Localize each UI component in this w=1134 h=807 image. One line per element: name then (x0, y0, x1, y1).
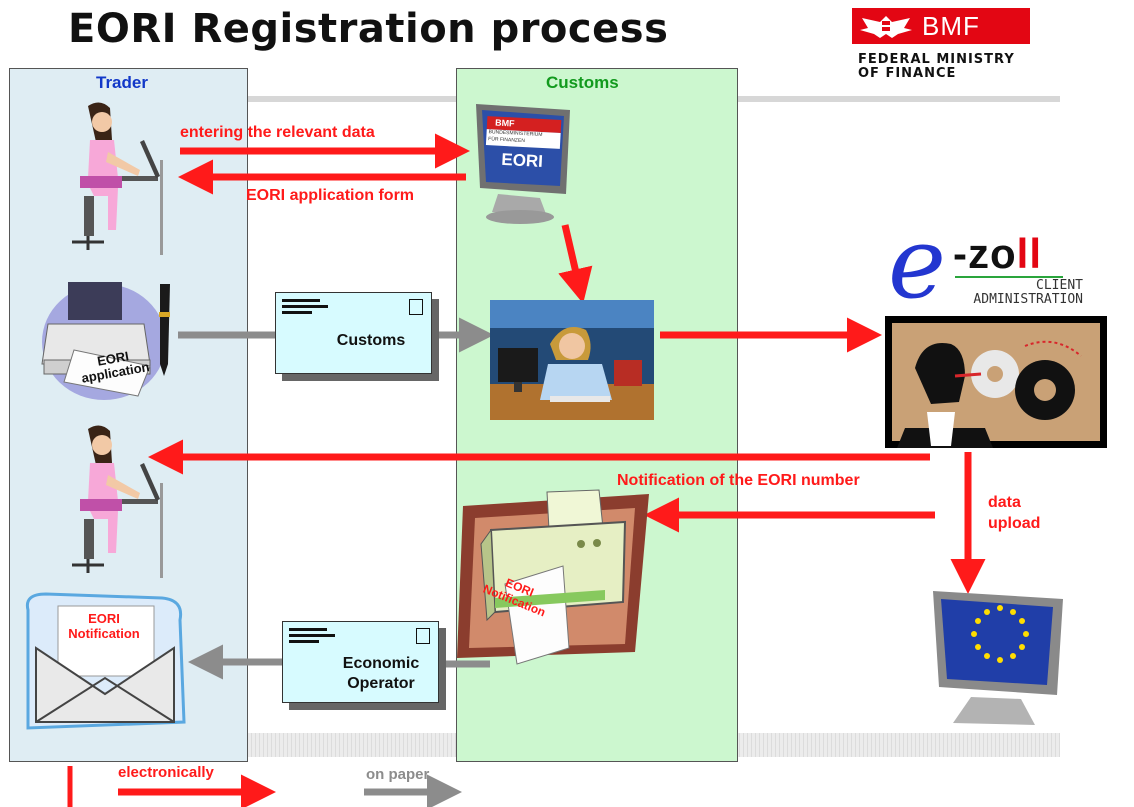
stamp-box (416, 628, 430, 644)
envelope-economic-operator-text: Economic Operator (323, 654, 439, 694)
envelope-letter-icon (25, 592, 186, 730)
page-title: EORI Registration process (68, 6, 669, 52)
ezoll-wordmark-dark: -zo (953, 230, 1017, 277)
envelope-customs-text: Customs (336, 332, 406, 349)
envelope-economic-operator-line2: Operator (347, 675, 415, 692)
label-application-form: EORI application form (246, 187, 415, 204)
label-enter-data: entering the relevant data (180, 124, 375, 141)
trader-woman-icon-2 (72, 425, 163, 578)
ezoll-wordmark: -zoll (953, 232, 1042, 276)
envelope-customs: Customs (275, 292, 432, 374)
envelope-address-lines (289, 640, 319, 643)
printer-pen-icon (41, 282, 170, 400)
administration-gear-icon (885, 316, 1107, 448)
monitor-screen: BMF BUNDESMINISTERIUM FÜR FINANZEN EORI (485, 116, 562, 173)
bmf-logo-text: BMF (922, 11, 980, 41)
ezoll-caption-line1: CLIENT (1036, 278, 1083, 293)
label-data-upload-1: data (988, 494, 1021, 511)
eu-monitor-icon (933, 591, 1063, 725)
envelope-address-lines (282, 305, 328, 308)
eu-stars-icon (971, 605, 1029, 663)
envelope-address-lines (289, 634, 335, 637)
label-data-upload-2: upload (988, 515, 1041, 532)
customs-lane-label: Customs (546, 73, 619, 92)
ezoll-caption: CLIENT ADMINISTRATION (955, 279, 1083, 307)
ezoll-wordmark-red: ll (1016, 230, 1042, 277)
legend-paper-label: on paper (366, 766, 430, 783)
header-rule-right (738, 96, 1060, 102)
envelope-economic-operator-line1: Economic (342, 655, 420, 672)
envelope-address-lines (282, 311, 312, 314)
header-rule-left (248, 96, 456, 102)
eu-stars (970, 604, 1030, 669)
bmf-subtitle: FEDERAL MINISTRY OF FINANCE (858, 53, 1015, 81)
trader-woman-icon (72, 102, 163, 255)
ezoll-e-letter: e (888, 207, 946, 321)
arrow-monitor-to-clerk (558, 224, 593, 304)
monitor-screen-ministry: BUNDESMINISTERIUM FÜR FINANZEN (485, 129, 561, 149)
ezoll-underline (955, 276, 1063, 278)
label-notification-number: Notification of the EORI number (617, 472, 860, 489)
notification-printer-icon (457, 489, 649, 665)
legend-electronic-label: electronically (118, 764, 214, 781)
envelope-address-lines (289, 628, 327, 631)
label-data-upload: data upload (988, 492, 1040, 534)
envelope-economic-operator: Economic Operator (282, 621, 439, 703)
letter-text: EORI Notification (56, 611, 152, 641)
envelope-address-lines (282, 299, 320, 302)
customs-clerk-image (490, 300, 654, 420)
monitor-screen-eori: EORI (500, 149, 544, 172)
bmf-subtitle-line2: OF FINANCE (858, 66, 957, 81)
letter-line1: EORI (88, 611, 120, 626)
eagle-icon (860, 16, 912, 38)
ezoll-caption-line2: ADMINISTRATION (973, 292, 1083, 307)
bmf-subtitle-line1: FEDERAL MINISTRY (858, 52, 1015, 67)
stamp-box (409, 299, 423, 315)
trader-lane-label: Trader (96, 73, 148, 92)
letter-line2: Notification (68, 626, 140, 641)
